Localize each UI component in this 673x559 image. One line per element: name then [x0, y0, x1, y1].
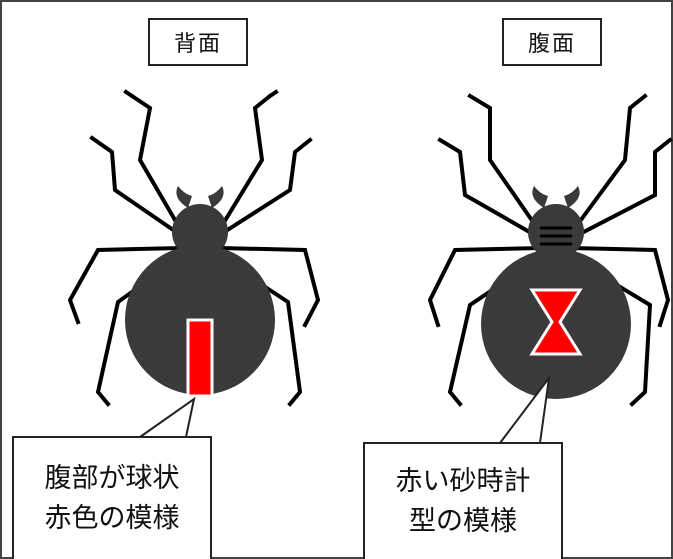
callout-ventral-line1: 赤い砂時計 — [395, 465, 531, 497]
label-ventral-text: 腹面 — [527, 32, 576, 57]
spider-dorsal-cephalothorax — [172, 204, 228, 260]
spider-ventral-chelicera-right — [564, 186, 580, 208]
spider-ventral-legs — [427, 93, 673, 407]
callout-dorsal-line2: 赤色の模様 — [44, 502, 180, 534]
spider-ventral-chelicera-left — [532, 186, 548, 208]
callout-ventral: 赤い砂時計 型の模様 — [363, 442, 563, 559]
ventral-red-hourglass — [529, 288, 583, 356]
dorsal-red-stripe — [186, 318, 214, 398]
label-dorsal: 背面 — [148, 18, 248, 66]
callout-left-pointer — [136, 396, 196, 438]
callout-dorsal: 腹部が球状 赤色の模様 — [12, 436, 212, 559]
callout-ventral-line2: 型の模様 — [409, 505, 517, 537]
spider-dorsal-chelicera-right — [208, 186, 224, 208]
spider-ventral — [427, 93, 673, 407]
label-dorsal-text: 背面 — [173, 32, 222, 57]
spider-dorsal — [67, 89, 321, 407]
callout-dorsal-line1: 腹部が球状 — [44, 462, 180, 494]
spider-dorsal-chelicera-left — [176, 186, 192, 208]
spider-ventral-cephalothorax — [528, 204, 584, 260]
label-ventral: 腹面 — [502, 18, 602, 66]
